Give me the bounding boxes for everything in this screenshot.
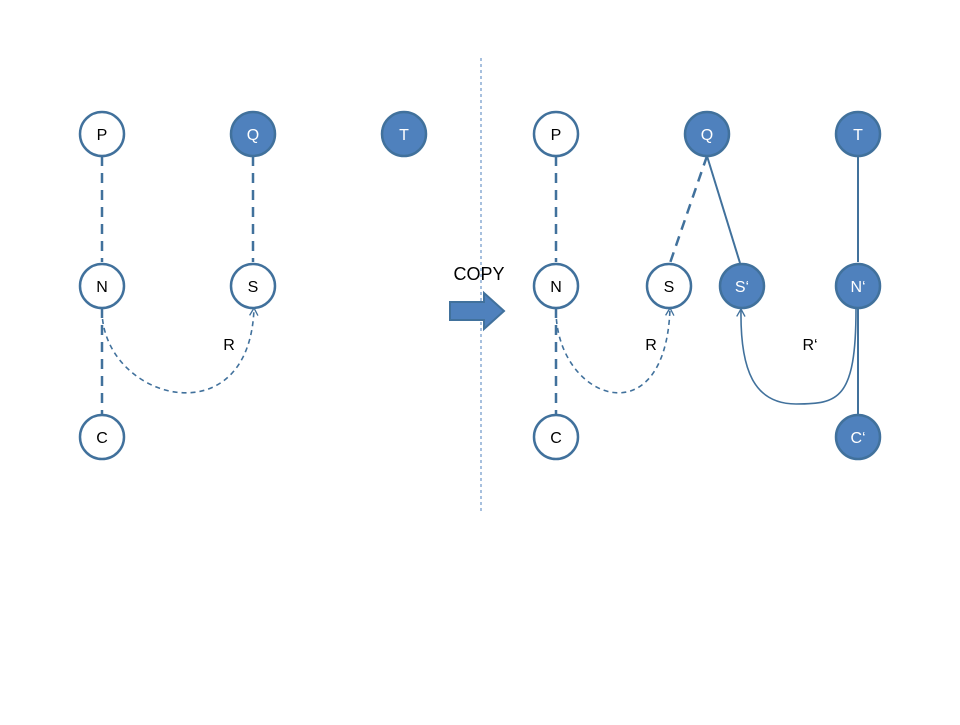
svg-text:N: N bbox=[96, 279, 108, 296]
right-node-s-prime: S‘ bbox=[718, 262, 766, 310]
right-node-n-prime: N‘ bbox=[834, 262, 882, 310]
svg-text:N‘: N‘ bbox=[850, 279, 865, 296]
svg-text:C: C bbox=[96, 430, 108, 447]
right-node-c-prime: C‘ bbox=[834, 413, 882, 461]
copy-arrow-icon bbox=[449, 290, 506, 332]
right-edge-q-s-prime bbox=[706, 155, 741, 264]
svg-text:Q: Q bbox=[701, 127, 713, 144]
left-node-n: N bbox=[78, 262, 126, 310]
left-edge-r-arrow bbox=[101, 306, 259, 394]
svg-text:C: C bbox=[550, 430, 562, 447]
svg-text:N: N bbox=[550, 279, 562, 296]
right-node-n: N bbox=[532, 262, 580, 310]
left-node-p: P bbox=[78, 110, 126, 158]
left-node-c: C bbox=[78, 413, 126, 461]
svg-text:S: S bbox=[664, 279, 675, 296]
svg-text:C‘: C‘ bbox=[850, 430, 865, 447]
svg-text:T: T bbox=[399, 127, 409, 144]
left-node-t: T bbox=[380, 110, 428, 158]
right-node-s: S bbox=[645, 262, 693, 310]
right-node-q: Q bbox=[683, 110, 731, 158]
svg-text:S: S bbox=[248, 279, 259, 296]
left-node-q: Q bbox=[229, 110, 277, 158]
left-edge-label-r: R bbox=[223, 337, 235, 354]
svg-text:S‘: S‘ bbox=[735, 279, 749, 296]
right-edge-label-r: R bbox=[645, 337, 657, 354]
copy-label: COPY bbox=[453, 264, 504, 284]
svg-text:P: P bbox=[97, 127, 108, 144]
svg-text:P: P bbox=[551, 127, 562, 144]
svg-text:Q: Q bbox=[247, 127, 259, 144]
right-node-c: C bbox=[532, 413, 580, 461]
svg-text:T: T bbox=[853, 127, 863, 144]
right-node-t: T bbox=[834, 110, 882, 158]
right-edge-r-prime-arrow bbox=[736, 307, 857, 405]
right-edge-label-r-prime: R‘ bbox=[802, 337, 817, 354]
right-edge-q-s bbox=[668, 155, 709, 264]
left-node-s: S bbox=[229, 262, 277, 310]
right-node-p: P bbox=[532, 110, 580, 158]
